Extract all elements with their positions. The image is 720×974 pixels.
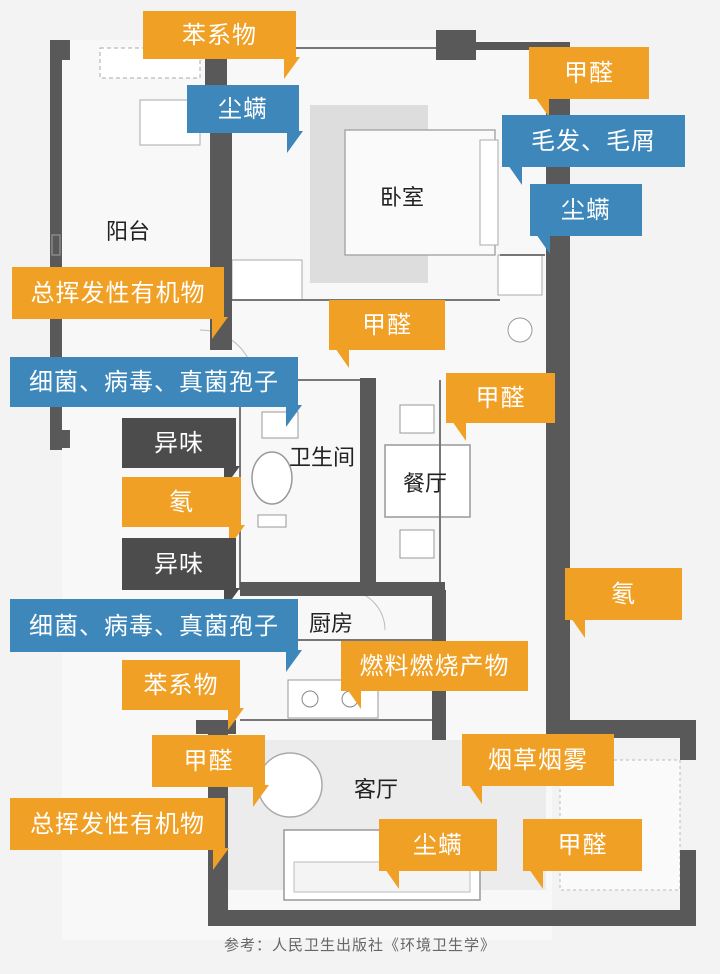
callout-dust-mite-bedroom: 尘螨 <box>530 184 642 254</box>
callout-formaldehyde-bedroom: 甲醛 <box>529 47 649 117</box>
callout-odor-bathroom: 异味 <box>122 418 240 488</box>
room-label-kitchen: 厨房 <box>308 612 354 637</box>
callout-dust-mite-sofa: 尘螨 <box>379 819 497 889</box>
callout-formaldehyde-dining: 甲醛 <box>446 373 555 441</box>
callout-combustion: 燃料燃烧产物 <box>341 641 528 709</box>
callout-dust-mite-balcony: 尘螨 <box>187 85 303 153</box>
callout-hair-dander: 毛发、毛屑 <box>502 115 685 185</box>
callout-microbes-kitchen: 细菌、病毒、真菌孢子 <box>10 599 302 672</box>
callout-radon-wall: 氡 <box>565 568 682 638</box>
callout-formaldehyde-corner: 甲醛 <box>523 819 642 889</box>
callout-benzene-kitchen: 苯系物 <box>122 660 244 730</box>
callout-formaldehyde-hall: 甲醛 <box>329 300 445 368</box>
callout-tvoc-balcony: 总挥发性有机物 <box>12 267 228 339</box>
callout-benzene-top: 苯系物 <box>143 11 300 79</box>
callout-tvoc-living: 总挥发性有机物 <box>10 798 229 870</box>
room-label-balcony: 阳台 <box>105 220 151 245</box>
bed <box>344 129 496 256</box>
room-label-bathroom: 卫生间 <box>288 446 356 471</box>
callout-tobacco-smoke: 烟草烟雾 <box>462 734 614 804</box>
room-label-living: 客厅 <box>353 778 399 803</box>
room-label-dining: 餐厅 <box>402 472 448 497</box>
callout-formaldehyde-living: 甲醛 <box>152 735 269 807</box>
dining-table <box>384 444 471 518</box>
callout-microbes-bathroom: 细菌、病毒、真菌孢子 <box>10 357 302 427</box>
callout-odor-kitchen: 异味 <box>122 538 240 610</box>
callout-radon-bathroom: 氡 <box>122 477 245 547</box>
source-footnote: 参考：人民卫生出版社《环境卫生学》 <box>223 936 496 954</box>
toilet <box>251 451 293 505</box>
room-label-bedroom: 卧室 <box>379 186 425 211</box>
